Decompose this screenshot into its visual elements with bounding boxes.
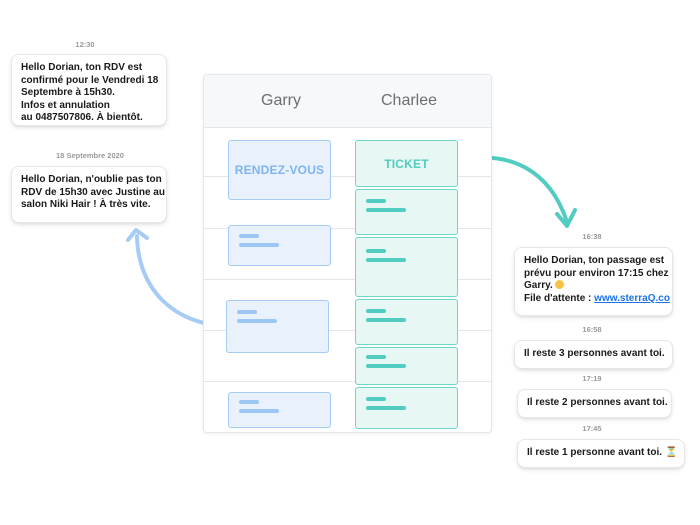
column-header-charlee: Charlee — [380, 92, 438, 109]
message-line: Hello Dorian, ton passage est — [524, 255, 665, 266]
slot-line — [237, 310, 257, 314]
slot-line — [366, 199, 386, 203]
slot-line — [366, 309, 386, 313]
message-line: File d'attente : www.sterraQ.co — [524, 292, 670, 306]
row-divider — [204, 176, 491, 177]
sms-confirmation-bubble: Hello Dorian, ton RDV est confirmé pour … — [12, 55, 166, 125]
message-timestamp: 16:38 — [582, 232, 602, 241]
column-header-garry: Garry — [261, 92, 301, 109]
schedule-grid: Garry Charlee RENDEZ-VOUS TICKET — [203, 74, 492, 433]
appointment-slot[interactable] — [228, 225, 331, 266]
appointment-slot[interactable] — [228, 392, 331, 428]
row-divider — [204, 381, 491, 382]
appointment-slot-reminded[interactable] — [226, 300, 329, 353]
message-line: RDV de 15h30 avec Justine au — [21, 186, 165, 198]
ticket-label: TICKET — [384, 156, 429, 171]
sms-queue-update-bubble: Il reste 2 personnes avant toi. — [518, 390, 671, 417]
slot-line — [239, 400, 259, 404]
message-text: Il reste 1 personne avant toi. — [527, 447, 663, 458]
slot-line — [239, 409, 279, 413]
message-timestamp: 18 Septembre 2020 — [56, 151, 124, 160]
message-line: Il reste 1 personne avant toi.⏳ — [527, 447, 678, 460]
slot-line — [366, 406, 406, 410]
message-line: Infos et annulation — [21, 99, 110, 111]
message-line: Garry. — [524, 280, 663, 293]
slot-line — [366, 249, 386, 253]
slot-line — [239, 243, 279, 247]
slot-line — [239, 234, 259, 238]
schedule-header: Garry Charlee — [204, 75, 491, 128]
appointment-slot-rendez-vous[interactable]: RENDEZ-VOUS — [228, 140, 331, 200]
row-divider — [204, 228, 491, 229]
rendez-vous-label: RENDEZ-VOUS — [234, 163, 325, 177]
queue-slot[interactable] — [355, 299, 458, 345]
queue-slot[interactable] — [355, 237, 458, 297]
message-line: Hello Dorian, ton RDV est — [21, 62, 143, 73]
message-line: prévu pour environ 17:15 chez — [524, 267, 669, 279]
queue-slot[interactable] — [355, 347, 458, 385]
row-divider — [204, 279, 491, 280]
message-timestamp: 16:58 — [582, 325, 602, 334]
hourglass-icon: ⏳ — [665, 447, 678, 458]
sms-queue-update-bubble: Il reste 3 personnes avant toi. — [515, 341, 672, 368]
queue-link-prefix: File d'attente : — [524, 292, 595, 304]
slot-line — [366, 258, 406, 262]
message-line: salon Niki Hair ! À très vite. — [21, 199, 151, 210]
slot-line — [366, 208, 406, 212]
smile-emoji-icon — [554, 280, 564, 289]
message-timestamp: 17:45 — [582, 424, 602, 433]
ticket-slot[interactable]: TICKET — [355, 140, 458, 187]
message-text: Garry. — [524, 280, 553, 291]
sms-queue-ticket-bubble: Hello Dorian, ton passage est prévu pour… — [515, 248, 672, 315]
message-line: confirmé pour le Vendredi 18 — [21, 74, 159, 86]
queue-slot[interactable] — [355, 387, 458, 429]
message-line: Hello Dorian, n'oublie pas ton — [21, 174, 162, 185]
message-timestamp: 17:19 — [582, 374, 602, 383]
slot-line — [366, 318, 406, 322]
message-line: Il reste 3 personnes avant toi. — [524, 348, 665, 359]
slot-line — [366, 355, 386, 359]
sms-queue-update-bubble: Il reste 1 personne avant toi.⏳ — [518, 440, 684, 467]
appointment-arrow-head — [126, 228, 149, 242]
slot-line — [366, 364, 406, 368]
message-line: Septembre à 15h30. — [21, 87, 115, 98]
row-divider — [204, 330, 491, 331]
sms-reminder-bubble: Hello Dorian, n'oublie pas ton RDV de 15… — [12, 167, 166, 222]
message-timestamp: 12:30 — [75, 40, 95, 49]
ticket-arrow-head — [555, 208, 577, 228]
slot-line — [366, 397, 386, 401]
queue-link[interactable]: www.sterraQ.co — [594, 292, 670, 304]
queue-slot[interactable] — [355, 189, 458, 235]
message-line: au 0487507806. À bientôt. — [21, 112, 143, 123]
message-line: Il reste 2 personnes avant toi. — [527, 397, 668, 408]
slot-line — [237, 319, 277, 323]
